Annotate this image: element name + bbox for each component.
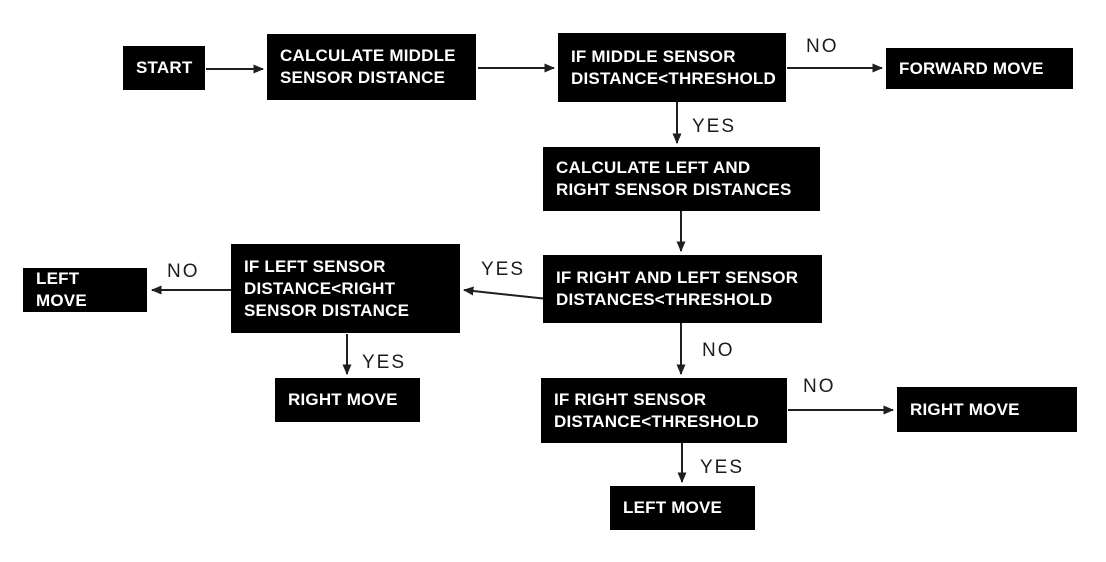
edge-label-middle-no: NO bbox=[806, 36, 839, 57]
edge-label-middle-yes: YES bbox=[692, 116, 737, 137]
edge-label-rl-threshold-no: NO bbox=[702, 340, 735, 361]
node-right-move-east: RIGHT MOVE bbox=[897, 387, 1077, 432]
edge-label-left-lt-right-no: NO bbox=[167, 261, 200, 282]
edge-label-right-sensor-no: NO bbox=[803, 376, 836, 397]
node-if-left-sensor-distance-lt-right-sensor-distance: IF LEFT SENSOR DISTANCE<RIGHT SENSOR DIS… bbox=[231, 244, 460, 333]
edge-label-right-sensor-yes: YES bbox=[700, 457, 745, 478]
node-if-right-and-left-sensor-distances-lt-threshold: IF RIGHT AND LEFT SENSOR DISTANCES<THRES… bbox=[543, 255, 822, 323]
arrow-if-rl-yes-to-if-left bbox=[463, 286, 549, 300]
node-calculate-left-and-right-sensor-distances: CALCULATE LEFT AND RIGHT SENSOR DISTANCE… bbox=[543, 147, 820, 211]
node-calculate-middle-sensor-distance: CALCULATE MIDDLE SENSOR DISTANCE bbox=[267, 34, 476, 100]
node-start: START bbox=[123, 46, 205, 90]
node-right-move-west: RIGHT MOVE bbox=[275, 378, 420, 422]
node-if-middle-sensor-distance-lt-threshold: IF MIDDLE SENSOR DISTANCE<THRESHOLD bbox=[558, 33, 786, 102]
node-left-move-south: LEFT MOVE bbox=[610, 486, 755, 530]
edge-label-rl-threshold-yes: YES bbox=[481, 259, 526, 280]
node-left-move-west: LEFT MOVE bbox=[23, 268, 147, 312]
node-forward-move: FORWARD MOVE bbox=[886, 48, 1073, 89]
node-if-right-sensor-distance-lt-threshold: IF RIGHT SENSOR DISTANCE<THRESHOLD bbox=[541, 378, 787, 443]
edge-label-left-lt-right-yes: YES bbox=[362, 352, 407, 373]
